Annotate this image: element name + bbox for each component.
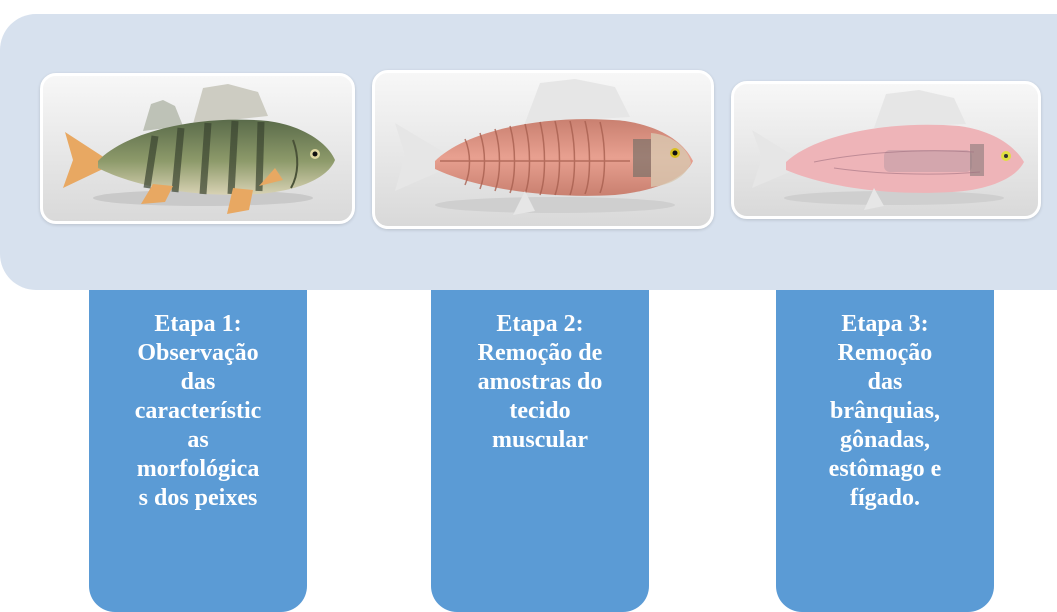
step-1-line: s dos peixes — [138, 485, 258, 511]
step-2-title: Etapa 2: — [496, 311, 584, 337]
step-3-title: Etapa 3: — [841, 311, 929, 337]
step-2-line: tecido — [509, 398, 571, 424]
step-1-line: as — [187, 427, 209, 453]
step-3-box: Etapa 3: Remoção das brânquias, gônadas,… — [776, 290, 994, 612]
fish-whole-icon — [43, 76, 352, 221]
step-2-line: amostras do — [477, 369, 603, 395]
step-1-line: morfológica — [136, 456, 260, 482]
step-3-line: gônadas, — [839, 427, 931, 453]
photo-fish-organs — [731, 81, 1041, 219]
photo-whole-fish — [40, 73, 355, 224]
step-1-line: característic — [134, 398, 262, 424]
step-3-line: das — [867, 369, 903, 395]
photo-fish-muscle — [372, 70, 714, 229]
step-1-box: Etapa 1: Observação das característic as… — [89, 290, 307, 612]
fish-muscle-icon — [375, 73, 711, 226]
step-3-line: Remoção — [837, 340, 933, 366]
fish-organs-icon — [734, 84, 1038, 216]
step-3-line: fígado. — [849, 485, 920, 511]
step-2-line: Remoção de — [477, 340, 603, 366]
step-3-line: estômago e — [828, 456, 942, 482]
step-2-line: muscular — [492, 427, 588, 453]
step-2-box: Etapa 2: Remoção de amostras do tecido m… — [431, 290, 649, 612]
step-1-line: Observação — [137, 340, 259, 366]
step-1-title: Etapa 1: — [154, 311, 242, 337]
step-1-line: das — [180, 369, 216, 395]
step-3-line: brânquias, — [829, 398, 941, 424]
